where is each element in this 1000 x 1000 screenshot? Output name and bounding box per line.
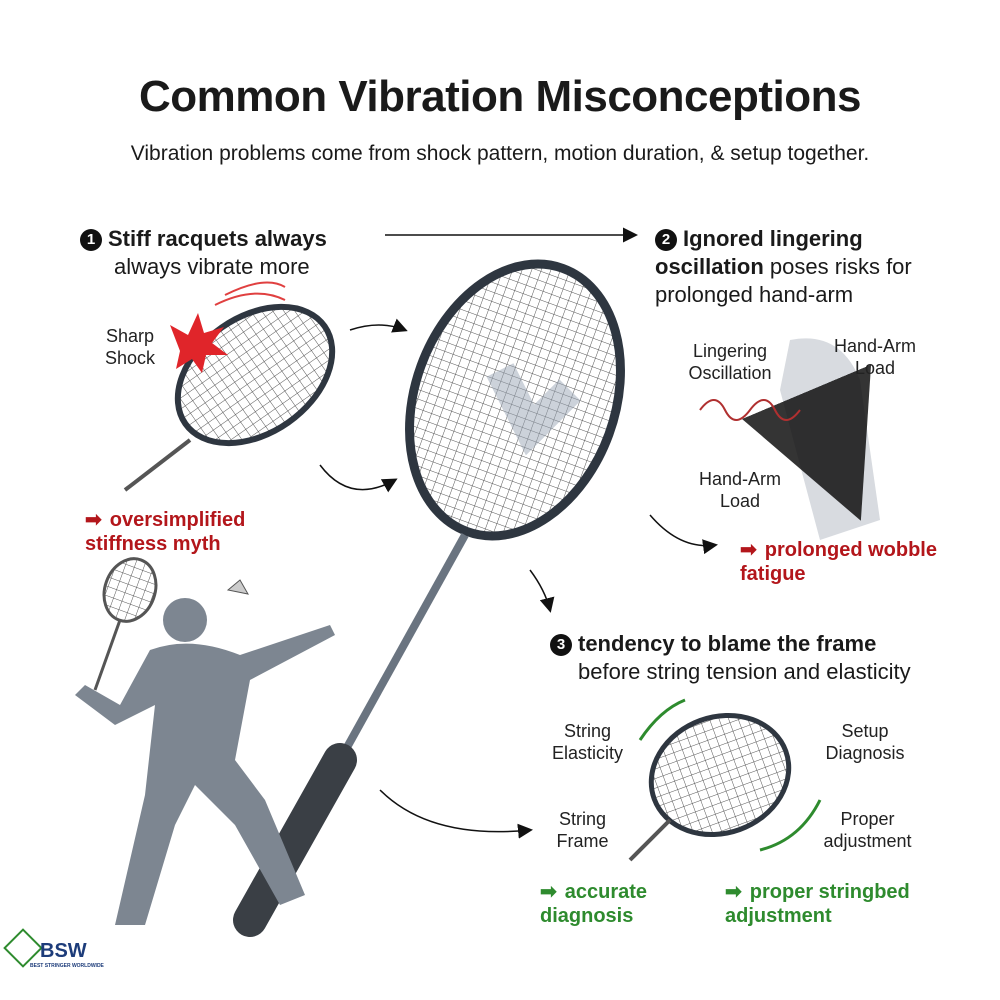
shock-burst-icon	[170, 313, 228, 373]
label-hand-arm-load: Hand-Arm Load	[833, 336, 917, 378]
number-badge: 1	[80, 229, 102, 251]
racquet-grip	[233, 743, 357, 937]
right-arrow-icon: ➡	[740, 539, 757, 561]
label-sharp-shock: Sharp Shock	[104, 326, 156, 368]
section-1-outcome: ➡oversimplified stiffness myth	[85, 509, 246, 555]
label-lingering-oscillation: Lingering Oscillation	[688, 341, 772, 383]
player-silhouette	[75, 598, 335, 925]
label-string-frame: String Frame	[556, 809, 609, 851]
bsw-logo: BSW	[3, 928, 87, 968]
section-2-outcome: ➡prolonged wobble fatigue	[740, 539, 937, 585]
number-badge: 2	[655, 229, 677, 251]
section-1-heading: 1 Stiff racquets always always vibrate mo…	[80, 225, 327, 281]
heading-bold: Ignored lingering oscillation	[655, 226, 863, 279]
section-3-outcome-2: ➡proper stringbed adjustment	[725, 881, 910, 927]
heading-rest: poses risks for prolonged hand-arm	[655, 254, 912, 307]
label-string-elasticity: String Elasticity	[551, 721, 623, 763]
page-title: Common Vibration Misconceptions	[139, 72, 861, 121]
number-badge: 3	[550, 634, 572, 656]
heading-rest: before string tension and elasticity	[578, 659, 911, 684]
setup-racquet	[648, 712, 792, 838]
heading-bold: tendency to blame the frame	[578, 631, 877, 656]
heading-bold: Stiff racquets always	[108, 226, 327, 251]
logo-tagline: BEST STRINGER WORLDWIDE	[30, 963, 104, 969]
section-3-outcome-1: ➡accurate diagnosis	[540, 881, 648, 927]
section-3-heading: 3 tendency to blame the frame before stri…	[550, 630, 950, 686]
right-arrow-icon: ➡	[85, 509, 102, 531]
svg-text:BSW: BSW	[40, 940, 87, 962]
shuttlecock-icon	[226, 579, 249, 595]
small-racquet	[174, 303, 336, 447]
right-arrow-icon: ➡	[540, 881, 557, 903]
right-arrow-icon: ➡	[725, 881, 742, 903]
label-setup-diagnosis: Setup Diagnosis	[825, 721, 905, 763]
label-proper-adjustment: Proper adjustment	[823, 809, 912, 851]
label-hand-arm-load-2: Hand-Arm Load	[698, 469, 782, 511]
heading-rest: always vibrate more	[114, 254, 310, 279]
page-subtitle: Vibration problems come from shock patte…	[130, 142, 870, 165]
oscillation-wave	[699, 399, 801, 421]
